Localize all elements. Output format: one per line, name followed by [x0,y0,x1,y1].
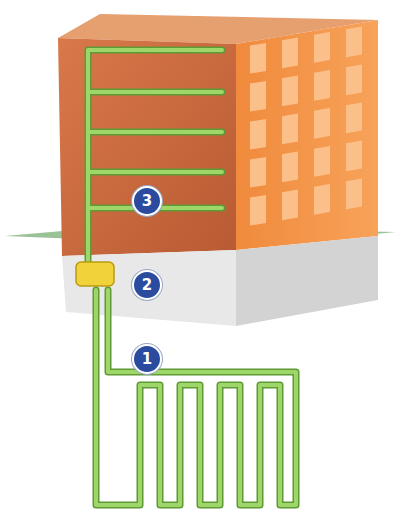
window [250,157,266,188]
window [346,141,362,172]
window [282,37,298,68]
basement-side [236,236,378,326]
window [314,70,330,101]
heat-pump [76,262,114,286]
pipes [88,50,296,505]
window [346,27,362,58]
callout-number: 3 [132,186,162,216]
side-wall [236,20,378,250]
window [250,81,266,112]
window [314,32,330,63]
window [314,184,330,215]
window [282,189,298,220]
window [314,146,330,177]
basement-front [62,250,236,326]
window [314,108,330,139]
windows [250,27,362,226]
callout-number: 2 [132,270,162,300]
window [250,195,266,226]
window [346,65,362,96]
window [282,75,298,106]
window [282,151,298,182]
window [250,43,266,74]
window [346,179,362,210]
callout-number: 1 [132,344,162,374]
window [282,113,298,144]
window [250,119,266,150]
window [346,103,362,134]
